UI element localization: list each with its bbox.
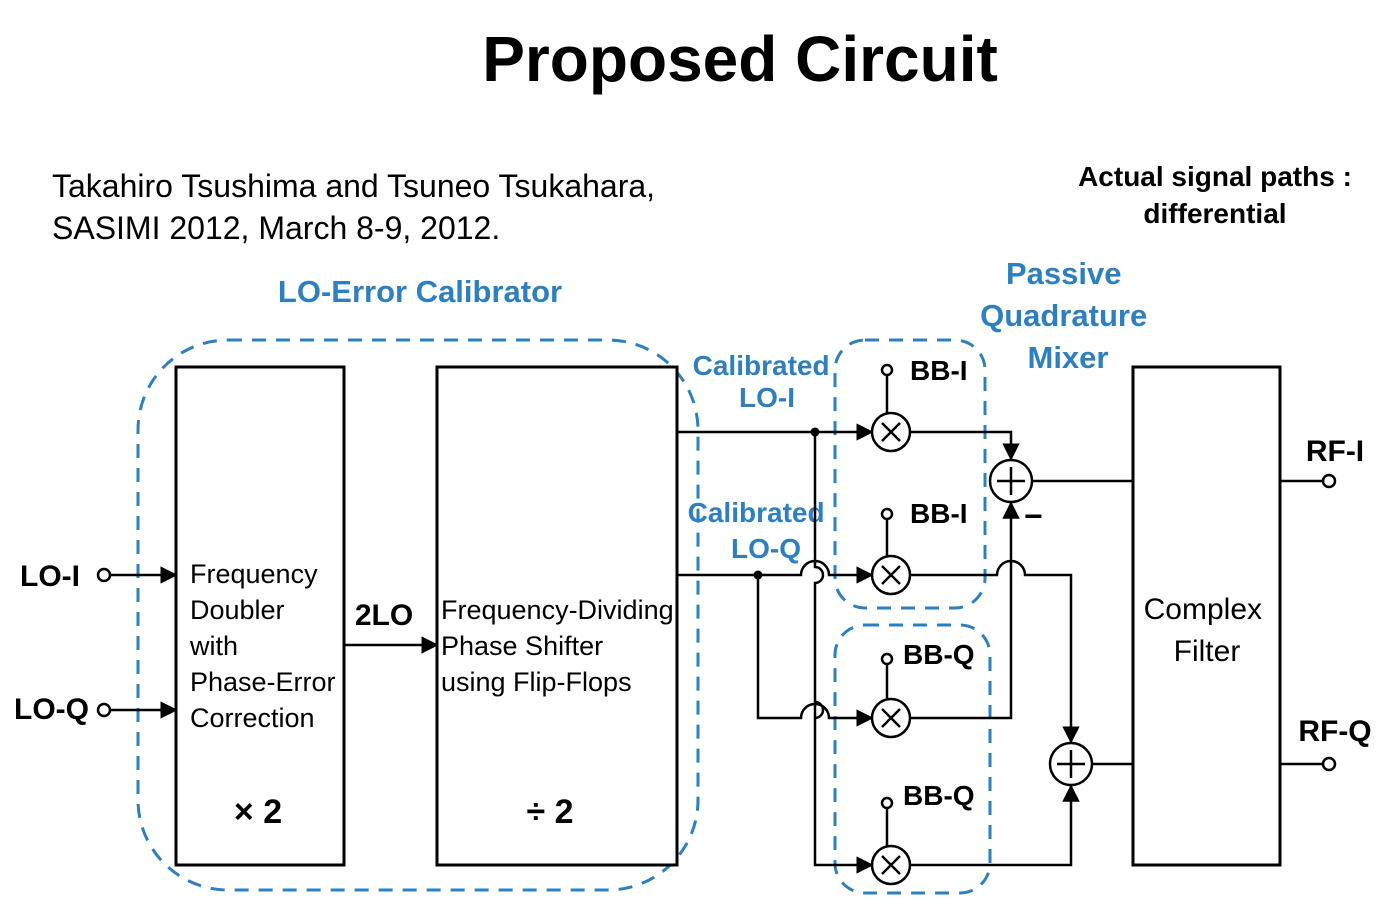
divider-factor: ÷ 2 — [526, 793, 573, 831]
phase-shifter-block — [435, 365, 679, 867]
bb-q1-label: BB-Q — [903, 639, 975, 670]
lo-i-branch-wire — [813, 432, 874, 874]
lo-error-calibrator-boundary — [136, 338, 700, 892]
bb-q1-terminal — [880, 652, 894, 666]
bb-q2-label: BB-Q — [903, 780, 975, 811]
lo-i-branch-crossover — [814, 700, 825, 720]
rf-i-label: RF-I — [1306, 435, 1364, 468]
bb-i1-terminal — [880, 363, 894, 377]
rf-q-label: RF-Q — [1298, 715, 1371, 748]
note-line-2: differential — [1143, 198, 1287, 229]
complex-filter-block — [1131, 365, 1282, 867]
complex-filter-label: Complex Filter — [1144, 593, 1271, 668]
adder-i — [988, 458, 1034, 504]
rf-q-terminal — [1321, 756, 1337, 772]
phase-shifter-label: Frequency-Dividing Phase Shifter using F… — [441, 595, 681, 697]
lo-error-calibrator-title: LO-Error Calibrator — [278, 274, 562, 309]
subtract-sign: − — [1024, 498, 1043, 534]
mixer-group-i-boundary — [833, 338, 987, 610]
rf-i-terminal — [1321, 473, 1337, 489]
mixer-i2-output-wire — [910, 559, 1080, 744]
page-title: Proposed Circuit — [482, 23, 998, 95]
mixer-q2-output-wire — [910, 784, 1080, 867]
lo-i-terminal — [96, 567, 112, 583]
citation-authors: Takahiro Tsushima and Tsuneo Tsukahara, — [52, 168, 656, 204]
citation-venue: SASIMI 2012, March 8-9, 2012. — [52, 210, 501, 246]
doubler-factor: × 2 — [234, 793, 282, 831]
mixer-group-q-boundary — [833, 623, 992, 895]
mixer-q2 — [870, 844, 912, 886]
frequency-doubler-block — [174, 365, 346, 867]
signal-path-note: Actual signal paths : differential — [1040, 158, 1390, 232]
adder-q — [1048, 741, 1094, 787]
bb-i1-label: BB-I — [910, 355, 968, 386]
mixer-i1 — [870, 411, 912, 453]
calibrated-lo-i-label: Calibrated LO-I — [693, 350, 838, 413]
mixer-i2 — [870, 554, 912, 596]
calibrated-lo-q-label: Calibrated LO-Q — [688, 497, 833, 564]
bb-i2-terminal — [880, 507, 894, 521]
citation: Takahiro Tsushima and Tsuneo Tsukahara, … — [52, 165, 812, 249]
mixer-q1 — [870, 697, 912, 739]
2lo-label: 2LO — [355, 599, 413, 632]
lo-q-input-label: LO-Q — [14, 693, 89, 726]
lo-q-wire — [677, 559, 874, 584]
lo-q-terminal — [96, 702, 112, 718]
doubler-label: Frequency Doubler with Phase-Error Corre… — [189, 559, 343, 733]
mixer-i1-output-wire — [910, 430, 1020, 461]
mixer-title: Passive Quadrature Mixer — [980, 256, 1156, 375]
bb-i2-label: BB-I — [910, 498, 968, 529]
lo-q-branch-wire — [756, 575, 874, 727]
mixer-q1-output-wire — [910, 501, 1020, 720]
note-line-1: Actual signal paths : — [1078, 161, 1352, 192]
lo-i-input-label: LO-I — [20, 560, 80, 593]
bb-q2-terminal — [880, 796, 894, 810]
